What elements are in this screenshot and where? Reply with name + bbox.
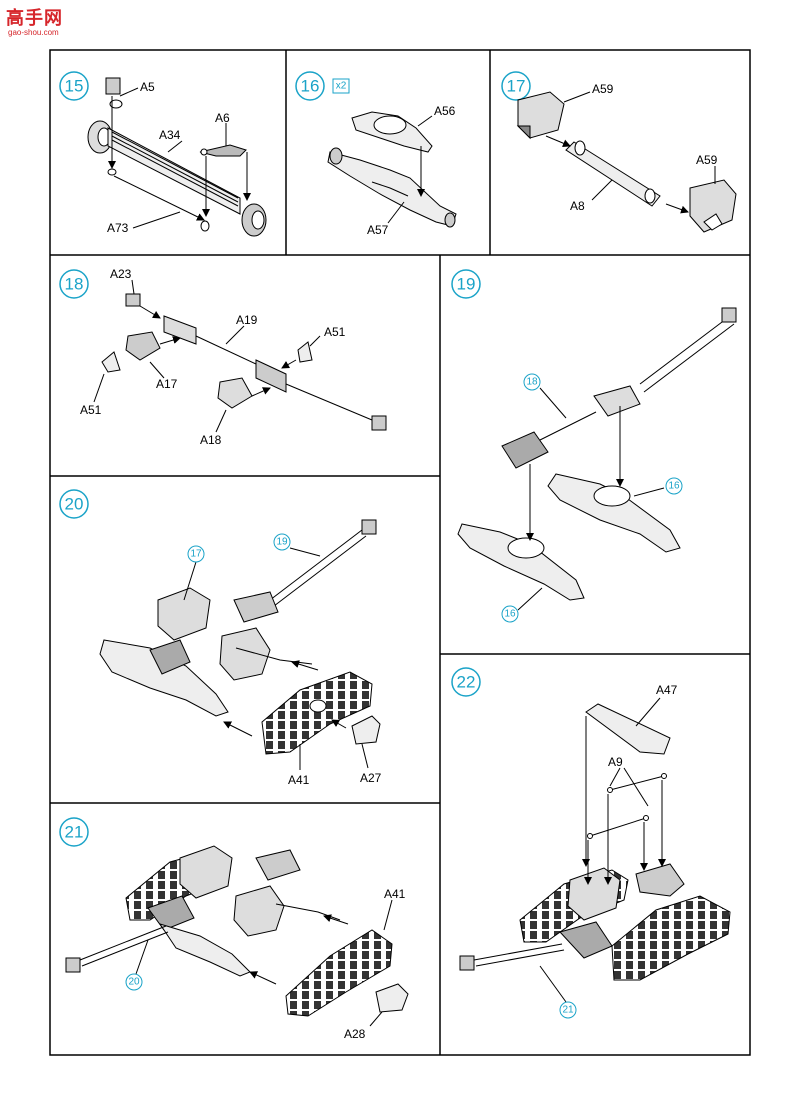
step-20-number: 20: [65, 495, 84, 514]
step-19-ref-18: 18: [526, 377, 538, 388]
step-15-label-a34: A34: [159, 128, 181, 142]
step-17-panel: 17 A59 A59 A8: [501, 71, 737, 233]
step-22-number: 22: [457, 673, 476, 692]
step-19-number: 19: [457, 275, 476, 294]
step-15-label-a6: A6: [215, 111, 230, 125]
step-16-number: 16: [301, 77, 320, 96]
step-19-ref-16-bottom: 16: [504, 609, 516, 620]
site-logo: 高手网 gao-shou.com: [6, 4, 76, 42]
step-17-label-a59-top: A59: [592, 82, 614, 96]
step-16-quantity: x2: [336, 81, 347, 92]
step-15-label-a73: A73: [107, 221, 129, 235]
step-16-label-a56: A56: [434, 104, 456, 118]
step-21-ref-20: 20: [128, 977, 140, 988]
step-18-panel: 18 A23 A19 A51 A17 A: [59, 267, 387, 447]
step-18-label-a51-right: A51: [324, 325, 346, 339]
step-18-label-a17: A17: [156, 377, 178, 391]
step-22-ref-21: 21: [562, 1005, 574, 1016]
step-20-label-a41: A41: [288, 773, 310, 787]
step-22-panel: 22 A47: [451, 667, 731, 1019]
step-21-parts: [65, 845, 409, 1017]
step-15-parts: [87, 77, 267, 237]
step-21-number: 21: [65, 823, 84, 842]
step-17-parts: [516, 91, 737, 233]
step-18-number: 18: [65, 275, 84, 294]
step-16-parts: [327, 111, 457, 228]
step-19-ref-16-right: 16: [668, 481, 680, 492]
step-21-label-a28: A28: [344, 1027, 366, 1041]
step-15-number: 15: [65, 77, 84, 96]
step-20-parts: [99, 519, 381, 755]
site-logo-brand: 高手网: [6, 8, 63, 29]
step-18-label-a23: A23: [110, 267, 132, 281]
step-18-label-a51-left: A51: [80, 403, 102, 417]
step-18-label-a19: A19: [236, 313, 258, 327]
step-20-panel: 20 17 19 A41 A27: [59, 489, 382, 787]
step-15-panel: 15 A5 A34 A6: [59, 71, 267, 237]
site-logo-url: gao-shou.com: [8, 28, 59, 37]
step-21-panel: 21 A41 A28 20: [59, 817, 409, 1041]
step-16-label-a57: A57: [367, 223, 389, 237]
step-19-parts: [457, 307, 737, 601]
panel-grid: [49, 49, 751, 1056]
step-18-parts: [101, 293, 387, 431]
step-22-parts: [459, 703, 731, 981]
step-20-ref-19: 19: [276, 537, 288, 548]
step-15-label-a5: A5: [140, 80, 155, 94]
step-17-number: 17: [507, 77, 526, 96]
step-22-label-a47: A47: [656, 683, 678, 697]
step-16-panel: 16 x2 A56 A57: [295, 71, 457, 237]
step-20-label-a27: A27: [360, 771, 382, 785]
step-17-label-a8: A8: [570, 199, 585, 213]
step-19-panel: 19 18 16 16: [451, 269, 737, 623]
step-21-label-a41: A41: [384, 887, 406, 901]
step-20-ref-17: 17: [190, 549, 202, 560]
step-18-label-a18: A18: [200, 433, 222, 447]
step-22-label-a9: A9: [608, 755, 623, 769]
step-17-label-a59-right: A59: [696, 153, 718, 167]
